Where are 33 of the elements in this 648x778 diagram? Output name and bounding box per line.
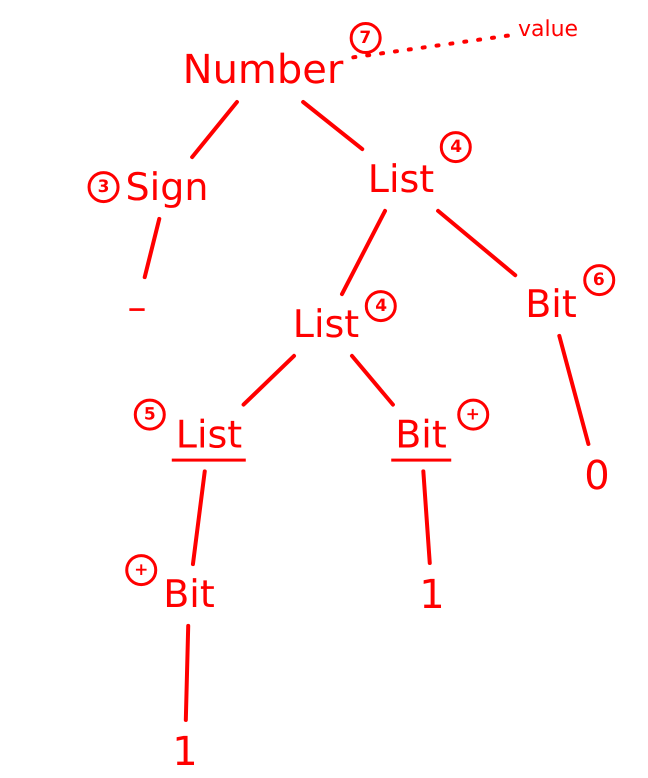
circled-number: 4	[440, 131, 472, 164]
circled-number: 4	[365, 290, 398, 322]
circled-number: 3	[88, 171, 120, 204]
tree-branch-line	[301, 100, 364, 152]
tree-branch-line	[436, 208, 518, 278]
tree-branch-line	[557, 334, 590, 446]
tree-branch-line	[190, 100, 239, 160]
circled-number: 6	[582, 264, 615, 296]
tree-node-label: Bit	[163, 574, 215, 616]
tree-branch-line	[242, 354, 296, 407]
tree-node-label: Bit	[525, 284, 577, 326]
tree-node-label: List	[292, 304, 360, 346]
tree-branch-line	[350, 354, 395, 407]
tree-branch-line	[340, 208, 388, 296]
tree-branch-line	[142, 216, 162, 280]
underlined-tree-node-label: Bit	[391, 414, 451, 462]
tree-node-label: value	[518, 18, 578, 42]
tree-node-label: 1	[419, 573, 445, 617]
tree-node-label: 1	[172, 730, 198, 774]
circled-number: +	[456, 398, 489, 431]
tree-branch-line	[184, 624, 190, 722]
tree-node-label: Number	[182, 48, 344, 92]
circled-number: +	[125, 554, 158, 586]
underlined-tree-node-label: List	[172, 414, 246, 462]
tree-branch-line	[190, 469, 207, 566]
tree-branch-line	[421, 469, 432, 565]
tree-node-label: –	[128, 287, 146, 329]
tree-node-label: List	[368, 159, 434, 201]
tree-node-label: Sign	[126, 167, 208, 209]
circled-number: 5	[134, 398, 166, 431]
dotted-connector	[351, 34, 510, 60]
tree-node-label: 0	[584, 454, 610, 498]
circled-number: 7	[349, 22, 382, 54]
